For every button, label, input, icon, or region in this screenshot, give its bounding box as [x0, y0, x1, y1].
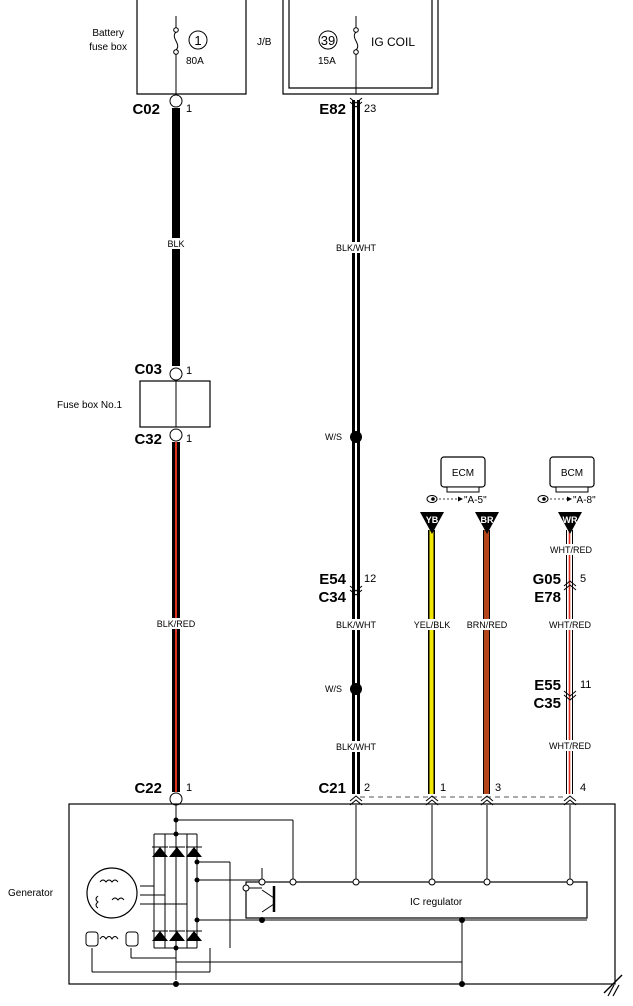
wire-label-wht-red-1: WHT/RED — [550, 545, 592, 555]
splice-ws-2 — [350, 683, 362, 695]
ground-icon — [603, 974, 623, 997]
wire-blk — [172, 108, 180, 366]
fuse-box-no1 — [139, 380, 211, 428]
connector-g05-pin: 5 — [580, 573, 586, 585]
transistor-icon — [247, 886, 276, 913]
battery-fuse-box-label-2: fuse box — [89, 42, 127, 53]
fuse-icon — [173, 31, 179, 51]
terminal-wr — [558, 512, 582, 534]
connector-e55-pin: 11 — [580, 679, 591, 691]
wire-label-blk-wht-3: BLK/WHT — [336, 742, 377, 752]
wire-label-blk-wht-1: BLK/WHT — [336, 243, 377, 253]
connector-c32-circle — [169, 428, 183, 442]
jb-fuse-rating: 15A — [318, 56, 336, 67]
generator-box — [68, 803, 616, 985]
wire-label-wht-red-2: WHT/RED — [549, 620, 591, 630]
connector-c32: C32 — [134, 431, 162, 448]
connector-c35: C35 — [533, 695, 561, 712]
jb-circuit-name: IG COIL — [371, 35, 415, 49]
battery-fuse-box: Battery fuse box 1 80A — [89, 0, 247, 95]
connector-e54-symbol — [349, 585, 363, 596]
wire-label-blk-red: BLK/RED — [157, 619, 196, 629]
fuse-box-no1-label: Fuse box No.1 — [57, 400, 122, 411]
connector-c21-pin-3: 3 — [495, 782, 501, 794]
connector-c22: C22 — [134, 780, 162, 797]
splice-ws-1 — [350, 431, 362, 443]
connector-c21-symbols — [349, 795, 577, 806]
connector-e78: E78 — [534, 589, 561, 606]
connector-e55-symbol — [563, 690, 577, 701]
connector-e82-symbol — [349, 97, 363, 108]
wire-label-blk: BLK — [167, 239, 184, 249]
ic-regulator-label: IC regulator — [410, 897, 463, 908]
terminal-br — [475, 512, 499, 534]
stator-coil-icon — [86, 867, 138, 919]
battery-fuse-box-label-1: Battery — [92, 28, 124, 39]
ecm-reference: "A-5" — [464, 495, 487, 506]
generator-internal-wiring — [91, 805, 587, 984]
jb-label: J/B — [257, 37, 272, 48]
bcm-label: BCM — [561, 468, 583, 479]
connector-c21-pin-1: 1 — [440, 782, 446, 794]
connector-g05-symbol — [563, 580, 577, 591]
connector-c02-pin: 1 — [186, 103, 192, 115]
rotor-coil-icon — [85, 931, 139, 947]
bcm-reference: "A-8" — [573, 495, 596, 506]
connector-c22-circle — [169, 792, 183, 806]
fuse-rating: 80A — [186, 56, 204, 67]
connector-c21: C21 — [318, 780, 346, 797]
connector-c21-pin-4: 4 — [580, 782, 586, 794]
jb-fuse-number: 39 — [321, 33, 335, 48]
connector-e55: E55 — [534, 677, 561, 694]
eye-icon — [426, 495, 438, 503]
junction-dots — [173, 817, 465, 987]
eye-icon — [537, 495, 549, 503]
connector-c34: C34 — [318, 589, 346, 606]
connector-e54-pin: 12 — [364, 573, 376, 585]
terminal-wr-label: WR — [563, 515, 578, 525]
wire-label-wht-red-3: WHT/RED — [549, 741, 591, 751]
fuse-number-circle — [188, 30, 208, 50]
connector-c22-pin: 1 — [186, 782, 192, 794]
ecm-label: ECM — [452, 468, 474, 479]
connector-c32-pin: 1 — [186, 433, 192, 445]
connector-e82: E82 — [319, 101, 346, 118]
connector-c02-circle — [169, 94, 183, 108]
connector-c21-pin-2: 2 — [364, 782, 370, 794]
connector-e82-pin: 23 — [364, 103, 376, 115]
wire-label-blk-wht-2: BLK/WHT — [336, 620, 377, 630]
connector-g05: G05 — [533, 571, 561, 588]
connector-e54: E54 — [319, 571, 346, 588]
wire-label-ws-2: W/S — [325, 684, 342, 694]
terminal-yb-label: YB — [426, 515, 439, 525]
connector-c02: C02 — [132, 101, 160, 118]
jb-fuse-number-circle — [318, 30, 338, 50]
generator-label: Generator — [8, 888, 54, 899]
terminal-yb — [420, 512, 444, 534]
connector-c03: C03 — [134, 361, 162, 378]
wire-label-yel-blk: YEL/BLK — [414, 620, 451, 630]
terminal-br-label: BR — [481, 515, 494, 525]
wire-label-ws-1: W/S — [325, 432, 342, 442]
regulator-terminals — [242, 878, 574, 892]
junction-block: J/B 39 15A IG COIL — [257, 0, 439, 95]
wire-label-brn-red: BRN/RED — [467, 620, 508, 630]
fuse-number: 1 — [194, 33, 201, 48]
diode-icon — [152, 846, 202, 857]
jb-fuse-icon — [353, 31, 359, 51]
connector-c03-pin: 1 — [186, 365, 192, 377]
connector-c03-circle — [169, 367, 183, 381]
diode-icon — [152, 930, 202, 941]
